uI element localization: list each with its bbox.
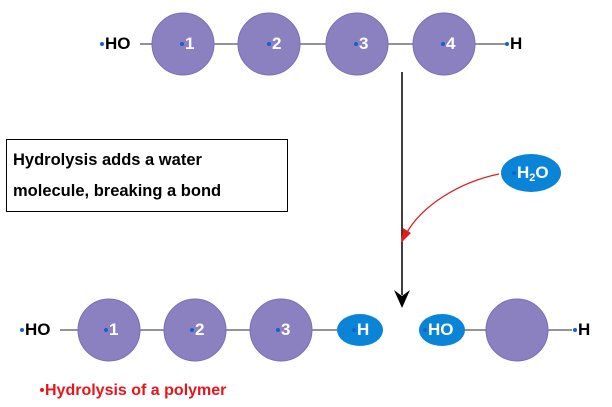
bottom-left-h-group bbox=[337, 314, 383, 346]
callout-box: Hydrolysis adds a water molecule, breaki… bbox=[6, 139, 288, 212]
bullet-dot bbox=[352, 327, 356, 332]
bullet-dot bbox=[505, 41, 509, 46]
water-base-text: H bbox=[517, 163, 530, 182]
bullet-dot bbox=[441, 41, 445, 46]
water-subscript: 2 bbox=[529, 172, 536, 184]
bottom-monomer-3 bbox=[249, 298, 313, 362]
water-addition-arrow bbox=[405, 173, 500, 235]
bottom-monomer-2 bbox=[163, 298, 227, 362]
top-end-group: H bbox=[505, 34, 522, 54]
water-molecule bbox=[501, 154, 561, 192]
bullet-dot bbox=[20, 327, 24, 332]
callout-line-1: Hydrolysis adds a water bbox=[13, 151, 202, 169]
bullet-dot bbox=[100, 41, 104, 46]
bottom-monomer-2-text: 2 bbox=[195, 320, 205, 339]
reaction-arrow-head bbox=[394, 290, 410, 308]
top-monomer-1-label: 1 bbox=[180, 34, 194, 54]
bullet-dot bbox=[190, 327, 194, 332]
top-monomer-3-text: 3 bbox=[359, 34, 369, 53]
diagram-caption-text: Hydrolysis of a polymer bbox=[45, 382, 227, 399]
bullet-dot bbox=[104, 327, 108, 332]
top-monomer-2-text: 2 bbox=[272, 34, 282, 53]
top-monomer-3-label: 3 bbox=[354, 34, 368, 54]
bottom-right-ho-group bbox=[419, 314, 465, 346]
bottom-left-end-group-text: H bbox=[357, 320, 370, 339]
bottom-right-end-group-text: H bbox=[578, 320, 591, 339]
top-monomer-4-label: 4 bbox=[441, 34, 455, 54]
bottom-monomer-1-text: 1 bbox=[109, 320, 119, 339]
water-addition-arrowhead bbox=[401, 228, 411, 243]
bottom-right-start-group-text: HO bbox=[428, 320, 454, 339]
top-start-group: HO bbox=[100, 34, 131, 54]
top-monomer-2-label: 2 bbox=[267, 34, 281, 54]
bottom-monomer-3-label: 3 bbox=[276, 320, 290, 340]
bottom-monomer-1-label: 1 bbox=[104, 320, 118, 340]
bottom-right-start-group: HO bbox=[423, 320, 454, 340]
diagram-caption: Hydrolysis of a polymer bbox=[40, 382, 226, 400]
bullet-dot bbox=[267, 41, 271, 46]
bottom-right-end-group: H bbox=[573, 320, 590, 340]
bullet-dot bbox=[423, 327, 427, 332]
top-monomer-1-text: 1 bbox=[185, 34, 195, 53]
bottom-left-start-group: HO bbox=[20, 320, 51, 340]
bottom-right-monomer bbox=[485, 298, 549, 362]
bullet-dot bbox=[40, 387, 44, 392]
bullet-dot bbox=[512, 170, 516, 175]
bullet-dot bbox=[180, 41, 184, 46]
water-tail-text: O bbox=[535, 163, 549, 182]
bullet-dot bbox=[354, 41, 358, 46]
top-monomer-4-text: 4 bbox=[446, 34, 456, 53]
top-end-group-text: H bbox=[510, 34, 523, 53]
water-label: H2O bbox=[512, 163, 549, 188]
bottom-monomer-1 bbox=[77, 298, 141, 362]
bullet-dot bbox=[573, 327, 577, 332]
bottom-left-start-group-text: HO bbox=[25, 320, 51, 339]
bottom-monomer-3-text: 3 bbox=[281, 320, 291, 339]
bottom-left-end-group: H bbox=[352, 320, 369, 340]
bottom-monomer-2-label: 2 bbox=[190, 320, 204, 340]
bullet-dot bbox=[276, 327, 280, 332]
top-start-group-text: HO bbox=[105, 34, 131, 53]
callout-line-2: molecule, breaking a bond bbox=[13, 182, 222, 200]
